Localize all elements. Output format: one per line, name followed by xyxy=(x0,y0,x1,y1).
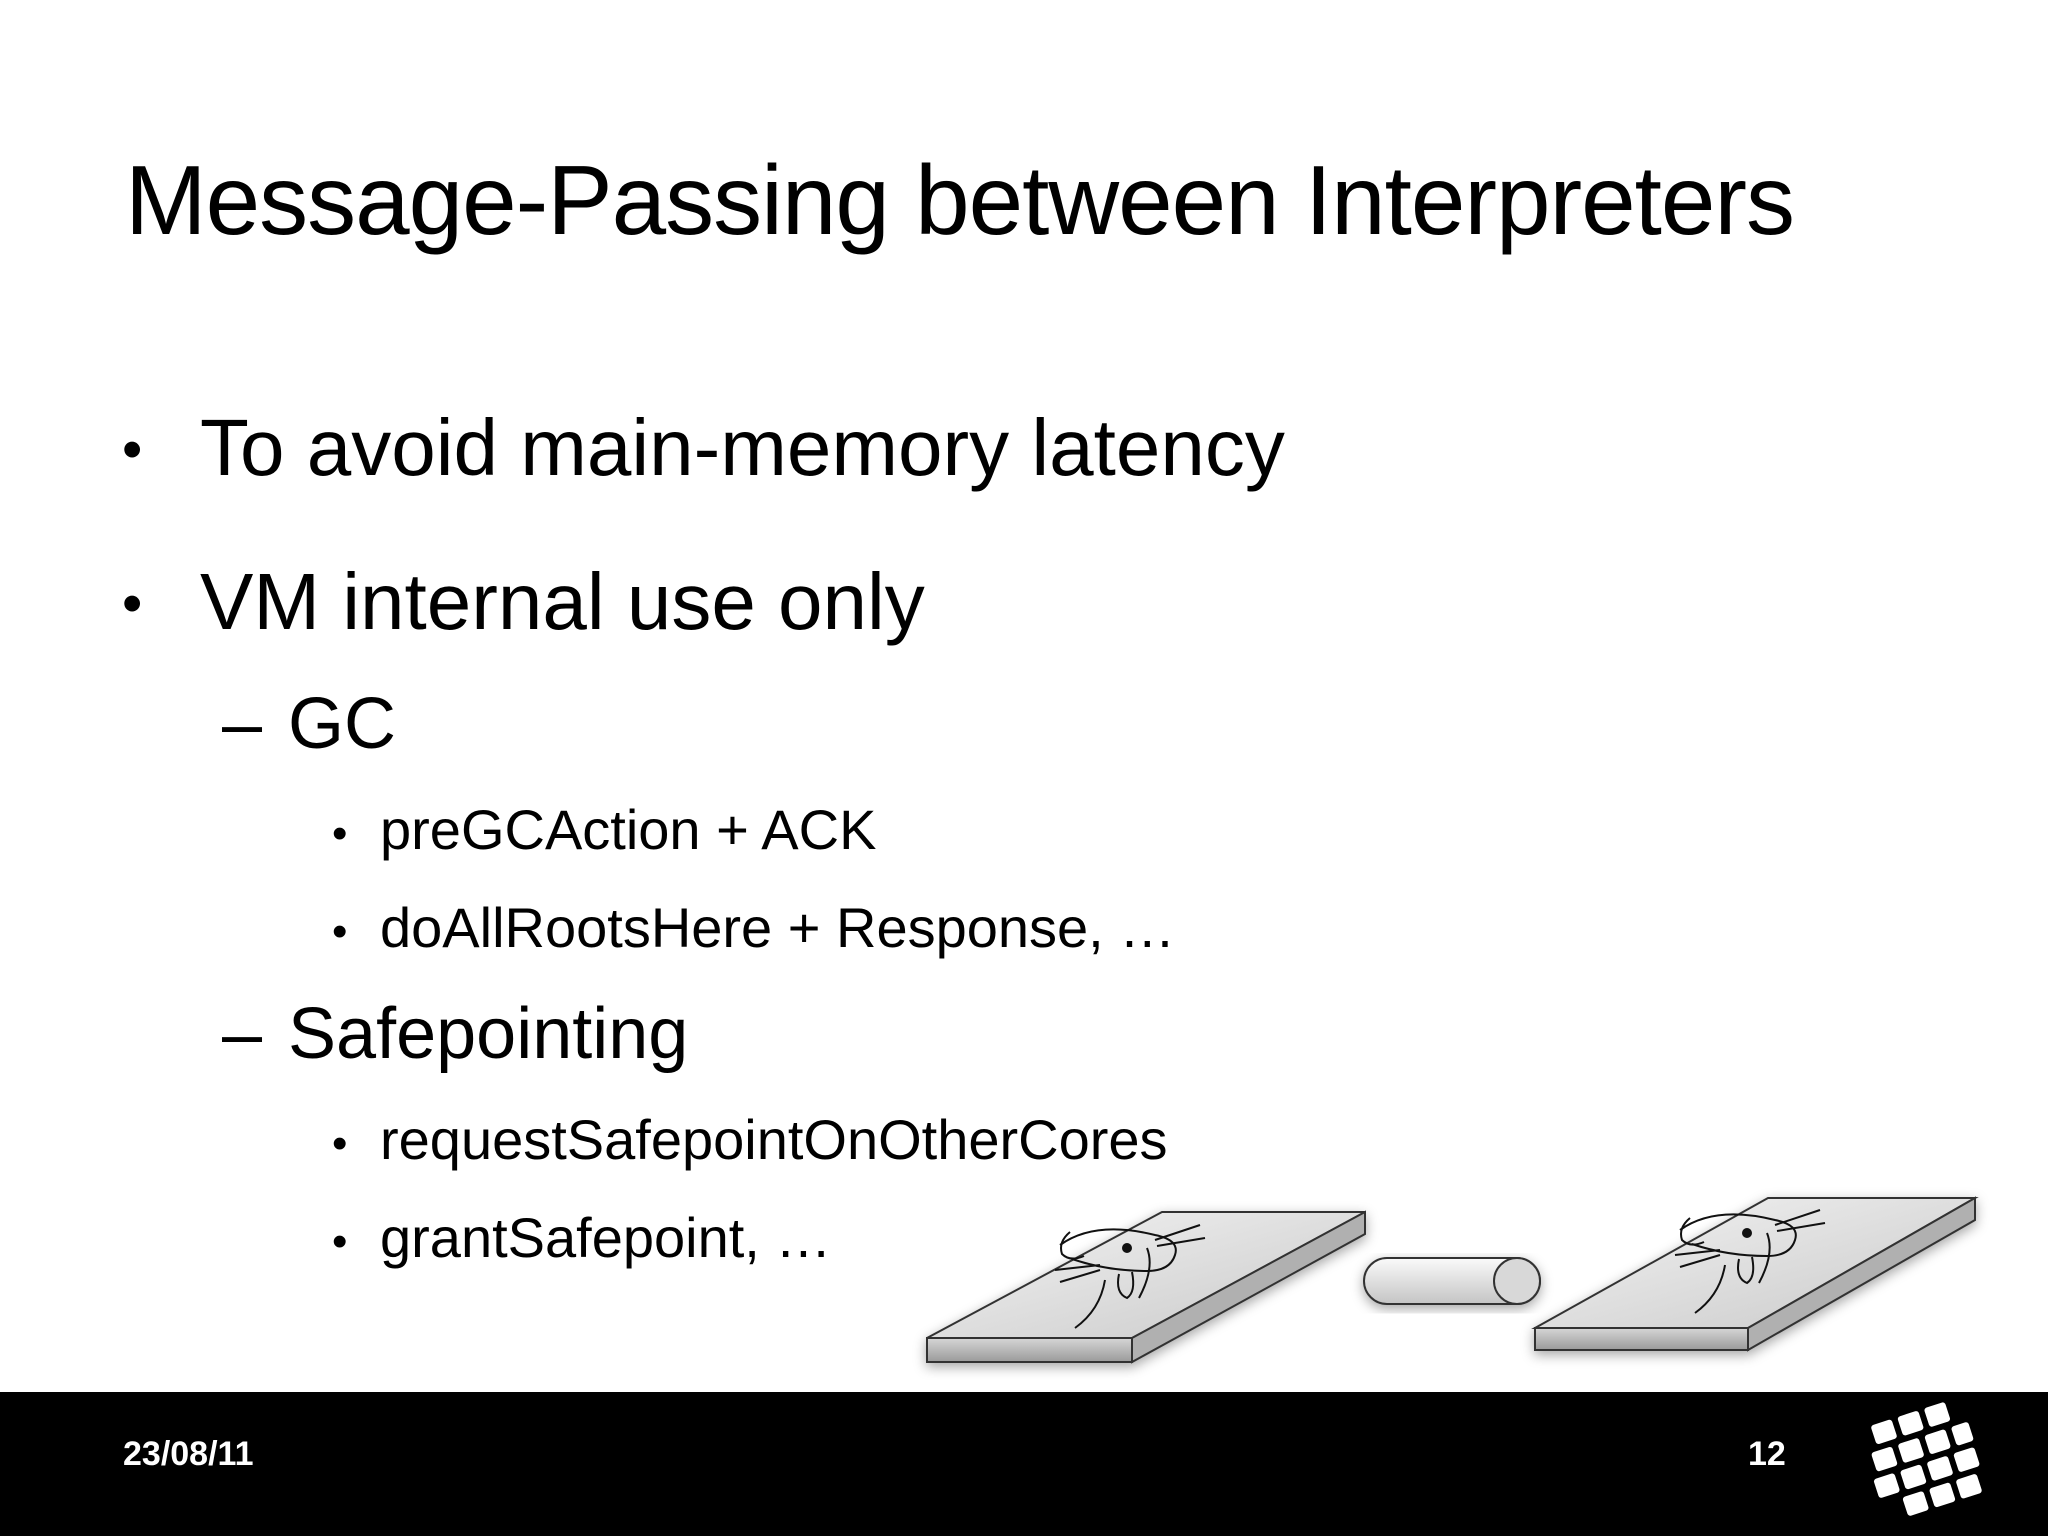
page-number: 12 xyxy=(1748,1435,1786,1473)
bullet-item-1: • To avoid main-memory latency xyxy=(122,400,1285,496)
gc-item-2: • doAllRootsHere + Response, … xyxy=(332,894,1176,962)
safepointing-item-1: • requestSafepointOnOtherCores xyxy=(332,1106,1168,1174)
gc-item-text: preGCAction + ACK xyxy=(380,798,877,861)
bullet-marker: • xyxy=(332,907,348,956)
dash-marker: – xyxy=(222,684,263,764)
sub-bullet-text: GC xyxy=(288,684,396,764)
bullet-marker: • xyxy=(332,809,348,858)
sub-bullet-text: Safepointing xyxy=(288,994,689,1074)
sub-bullet-gc: – GC xyxy=(222,680,396,768)
mouse-tablet-message-icon xyxy=(926,1196,1979,1364)
safepointing-item-2: • grantSafepoint, … xyxy=(332,1204,832,1272)
bullet-item-2: • VM internal use only xyxy=(122,554,925,650)
gc-item-text: doAllRootsHere + Response, … xyxy=(380,896,1176,959)
bullet-marker: • xyxy=(332,1217,348,1266)
dash-marker: – xyxy=(222,994,263,1074)
squares-grid-logo-icon xyxy=(1871,1402,1982,1516)
sub-bullet-safepointing: – Safepointing xyxy=(222,990,689,1078)
bullet-marker: • xyxy=(332,1119,348,1168)
safepointing-item-text: requestSafepointOnOtherCores xyxy=(380,1108,1168,1171)
bullet-marker: • xyxy=(122,417,143,482)
footer-date: 23/08/11 xyxy=(123,1435,254,1473)
slide-title: Message-Passing between Interpreters xyxy=(125,145,1795,255)
bullet-marker: • xyxy=(122,571,143,636)
footer-bar: 23/08/11 12 xyxy=(0,1392,2048,1536)
gc-item-1: • preGCAction + ACK xyxy=(332,796,877,864)
safepointing-item-text: grantSafepoint, … xyxy=(380,1206,832,1269)
bullet-text: VM internal use only xyxy=(200,557,925,646)
bullet-text: To avoid main-memory latency xyxy=(200,403,1285,492)
